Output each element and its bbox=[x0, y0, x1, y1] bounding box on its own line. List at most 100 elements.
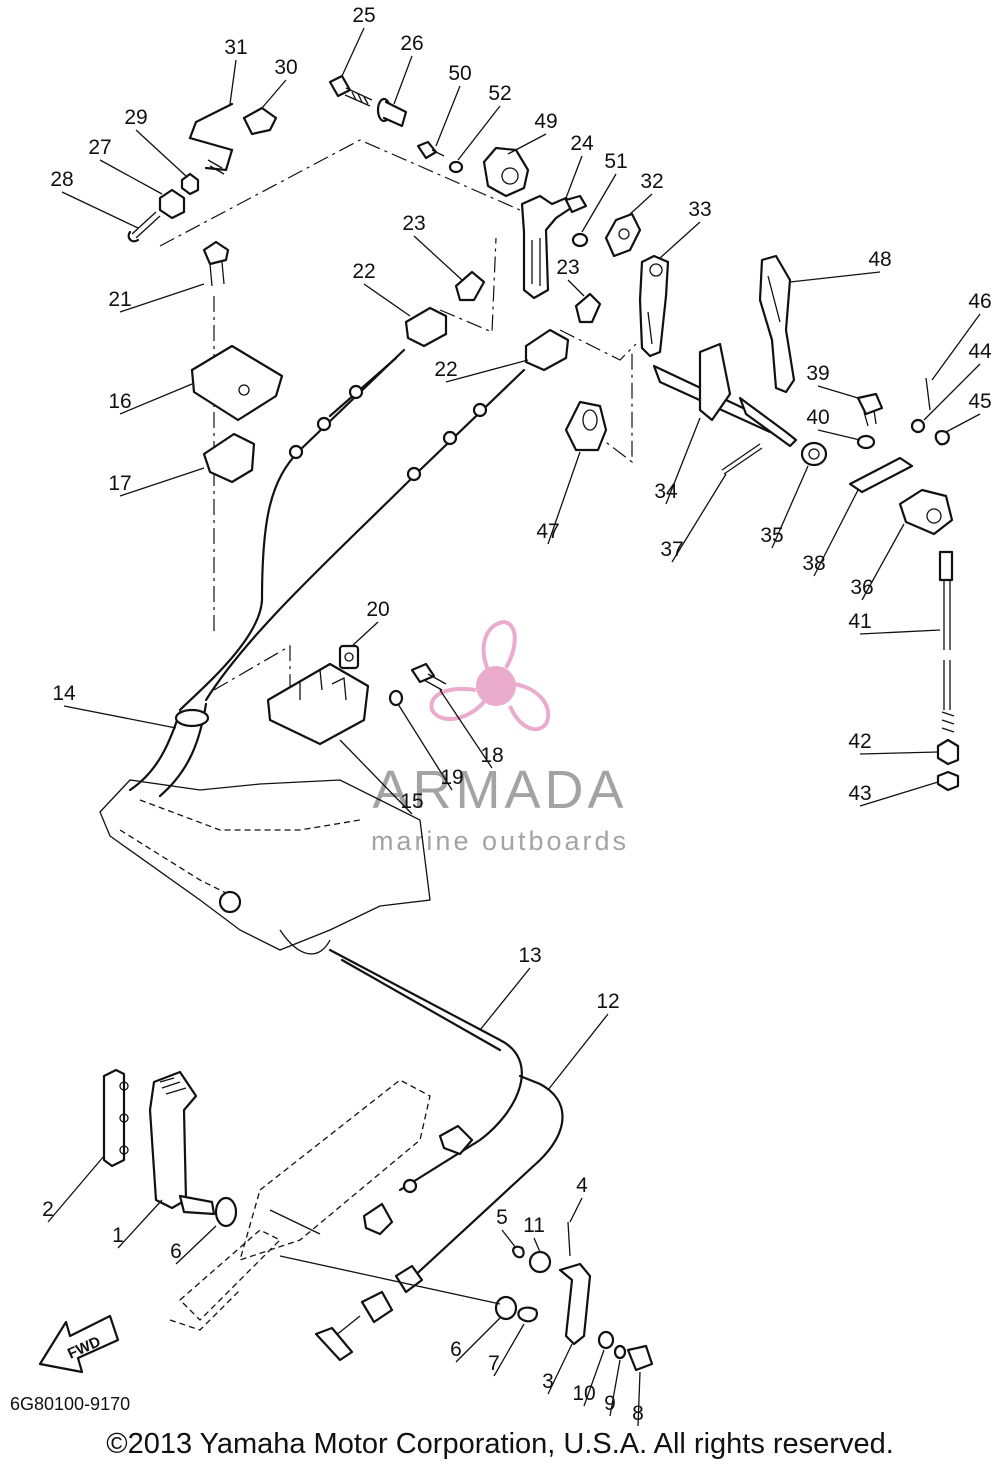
callout-32: 32 bbox=[627, 170, 664, 217]
callout-12: 12 bbox=[547, 990, 620, 1091]
part-37-pin bbox=[721, 443, 763, 475]
callout-37: 37 bbox=[660, 473, 727, 563]
callout-number: 23 bbox=[556, 256, 579, 279]
callout-number: 3 bbox=[542, 1370, 554, 1393]
callout-leader-line bbox=[229, 59, 237, 105]
part-6-grommet-b bbox=[494, 1295, 518, 1321]
callout-18: 18 bbox=[439, 689, 504, 769]
callout-17: 17 bbox=[108, 467, 205, 497]
part-5-washer bbox=[512, 1245, 525, 1259]
part-7-clip bbox=[517, 1306, 538, 1323]
part-12-throttle-cable bbox=[314, 1074, 564, 1362]
callout-number: 52 bbox=[488, 82, 511, 105]
callout-number: 8 bbox=[632, 1402, 644, 1425]
callout-leader-line bbox=[99, 159, 163, 195]
callout-36: 36 bbox=[850, 523, 905, 601]
callout-leader-line bbox=[493, 1323, 525, 1377]
callout-number: 37 bbox=[660, 538, 683, 561]
callout-number: 44 bbox=[968, 340, 992, 363]
callout-number: 29 bbox=[124, 106, 147, 129]
callout-number: 45 bbox=[968, 390, 991, 413]
part-21-bolt bbox=[202, 240, 230, 287]
callout-number: 31 bbox=[224, 36, 247, 59]
callout-leader-line bbox=[567, 279, 585, 297]
callout-number: 41 bbox=[848, 610, 871, 633]
reference-line-bracket-a bbox=[439, 237, 497, 333]
callout-leader-line bbox=[637, 1371, 641, 1427]
callout-number: 46 bbox=[968, 290, 991, 313]
part-13-shift-cable bbox=[328, 948, 523, 1236]
armada-watermark: ARMADA marine outboards bbox=[371, 619, 629, 856]
callout-leader-line bbox=[341, 27, 365, 77]
callout-52: 52 bbox=[457, 82, 512, 161]
callout-number: 22 bbox=[434, 358, 457, 381]
callout-leader-line bbox=[547, 1343, 573, 1395]
callout-22b: 22 bbox=[434, 358, 529, 383]
callout-number: 23 bbox=[402, 212, 425, 235]
callout-leader-line bbox=[859, 781, 939, 807]
callout-number: 36 bbox=[850, 576, 873, 599]
callout-number: 13 bbox=[518, 944, 541, 967]
callout-leader-line bbox=[119, 383, 193, 415]
callout-51: 51 bbox=[581, 150, 628, 233]
callout-number: 34 bbox=[654, 480, 678, 503]
callout-45: 45 bbox=[945, 390, 992, 433]
callout-29: 29 bbox=[124, 106, 187, 177]
callout-39: 39 bbox=[806, 362, 859, 399]
callout-number: 28 bbox=[50, 168, 73, 191]
part-47-block bbox=[564, 400, 608, 452]
watermark-tagline: marine outboards bbox=[371, 826, 629, 856]
callout-41: 41 bbox=[848, 610, 941, 635]
callout-number: 49 bbox=[534, 110, 557, 133]
part-23-clip-a bbox=[454, 270, 486, 302]
part-32-link bbox=[604, 212, 642, 258]
part-38-plate bbox=[848, 456, 914, 494]
part-19-washer bbox=[388, 689, 404, 707]
watermark-brand: ARMADA bbox=[372, 760, 627, 820]
callout-30: 30 bbox=[261, 56, 298, 109]
callout-leader-line bbox=[771, 465, 809, 549]
callout-28: 28 bbox=[50, 168, 139, 229]
callout-leader-line bbox=[861, 523, 905, 601]
callout-number: 50 bbox=[448, 62, 471, 85]
callout-number: 30 bbox=[274, 56, 297, 79]
part-42-nut bbox=[936, 738, 960, 766]
callout-leader-line bbox=[397, 703, 453, 791]
callout-number: 22 bbox=[352, 260, 375, 283]
part-26-collar-bolt bbox=[376, 97, 408, 128]
callout-leader-line bbox=[501, 1229, 517, 1249]
part-3-lever bbox=[558, 1262, 592, 1346]
reference-line-upper bbox=[159, 139, 521, 247]
callout-number: 21 bbox=[108, 288, 131, 311]
callout-1: 1 bbox=[112, 1199, 163, 1249]
callout-number: 39 bbox=[806, 362, 829, 385]
callout-number: 5 bbox=[496, 1206, 508, 1229]
callout-leader-line bbox=[117, 1199, 163, 1249]
callout-20: 20 bbox=[351, 598, 390, 647]
callout-leader-line bbox=[457, 105, 501, 161]
callout-leader-line bbox=[61, 191, 139, 229]
callout-leader-line bbox=[609, 1359, 621, 1417]
callout-number: 26 bbox=[400, 32, 423, 55]
callout-6b: 6 bbox=[450, 1317, 501, 1363]
part-2-plate bbox=[102, 1068, 129, 1168]
callout-leader-line bbox=[47, 1155, 105, 1223]
callout-leader-line bbox=[507, 133, 547, 155]
callout-number: 19 bbox=[440, 766, 463, 789]
part-18-bolt bbox=[410, 662, 447, 691]
reference-line-cam bbox=[589, 352, 633, 464]
callout-43: 43 bbox=[848, 781, 939, 807]
callout-34: 34 bbox=[654, 417, 701, 505]
part-52-washer bbox=[448, 160, 464, 174]
part-4-cotter-pin bbox=[567, 1221, 571, 1257]
callout-48: 48 bbox=[789, 248, 892, 283]
part-29-nut bbox=[180, 172, 200, 196]
callout-leader-line bbox=[813, 489, 859, 577]
throttle-cable-upper bbox=[178, 348, 406, 712]
part-23-clip-b bbox=[574, 292, 602, 324]
part-6-grommet-a bbox=[214, 1196, 238, 1228]
diagram-code: 6G80100-9170 bbox=[10, 1394, 131, 1414]
callout-number: 51 bbox=[604, 150, 627, 173]
callout-33: 33 bbox=[659, 198, 712, 259]
